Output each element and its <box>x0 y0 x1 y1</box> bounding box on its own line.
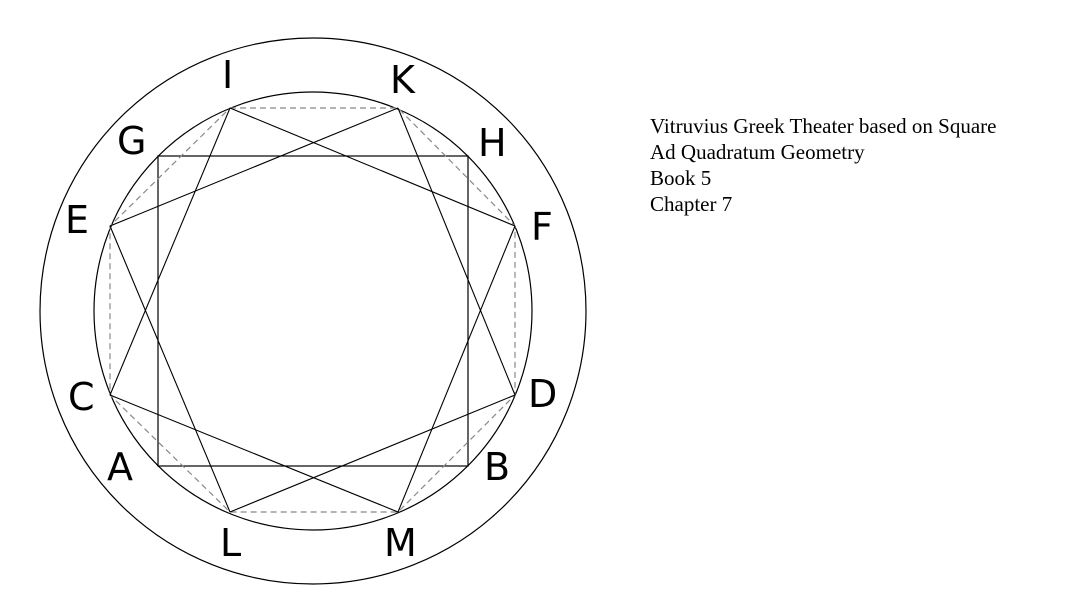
label-b: B <box>484 445 510 489</box>
line-f-l <box>397 225 516 513</box>
star-lines <box>109 107 516 513</box>
label-g: G <box>117 119 146 163</box>
label-a: A <box>107 445 133 489</box>
label-l: L <box>220 521 241 565</box>
caption-title: Vitruvius Greek Theater based on Square <box>650 114 997 138</box>
label-d: D <box>528 372 557 416</box>
label-k: K <box>390 58 416 102</box>
line-k-m <box>397 107 516 396</box>
line-c-m <box>109 394 399 513</box>
label-c: C <box>68 375 95 419</box>
inner-circle <box>93 91 533 531</box>
caption-book: Book 5 <box>650 166 712 190</box>
label-m: M <box>384 521 417 565</box>
label-i: I <box>222 53 233 97</box>
line-i-f <box>229 107 516 227</box>
line-e-l <box>109 225 231 513</box>
label-f: F <box>531 205 553 249</box>
caption: Vitruvius Greek Theater based on Square … <box>650 113 997 217</box>
dashed-dodecagon <box>109 107 516 513</box>
outer-circle <box>39 37 587 585</box>
label-e: E <box>65 198 89 242</box>
caption-subtitle: Ad Quadratum Geometry <box>650 140 865 164</box>
line-d-l <box>229 394 516 513</box>
line-i-l <box>109 107 231 396</box>
line-k-e <box>109 107 399 227</box>
central-square <box>157 155 469 467</box>
caption-chapter: Chapter 7 <box>650 192 733 216</box>
label-h: H <box>478 121 507 165</box>
